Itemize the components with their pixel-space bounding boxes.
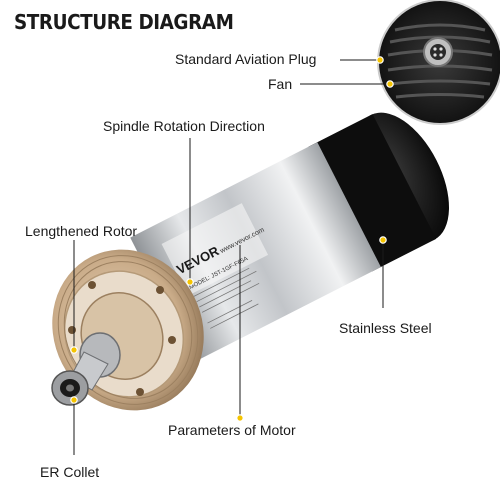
label-stainless-steel: Stainless Steel	[339, 320, 432, 336]
rotor-dot	[70, 346, 78, 354]
er-collet	[51, 370, 89, 406]
callout-lines	[73, 59, 390, 455]
nameplate	[161, 203, 269, 296]
label-parameters: Parameters of Motor	[168, 422, 296, 438]
rotation-dot	[186, 278, 194, 286]
cooling-fins	[57, 255, 199, 405]
callout-dots	[70, 56, 394, 422]
parameters-dot	[236, 414, 244, 422]
fan-inset	[377, 0, 500, 125]
fan-dot	[386, 80, 394, 88]
label-rotor: Lengthened Rotor	[25, 223, 138, 239]
label-aviation-plug: Standard Aviation Plug	[175, 51, 317, 67]
steel-dot	[379, 236, 387, 244]
label-er-collet: ER Collet	[40, 464, 100, 480]
aviation-plug	[423, 37, 453, 67]
fan-housing	[308, 114, 437, 272]
label-rotation-direction: Spindle Rotation Direction	[103, 118, 265, 134]
collet-dot	[70, 396, 78, 404]
label-fan: Fan	[268, 76, 293, 92]
page-title: STRUCTURE DIAGRAM	[14, 10, 234, 34]
plug-dot	[376, 56, 384, 64]
